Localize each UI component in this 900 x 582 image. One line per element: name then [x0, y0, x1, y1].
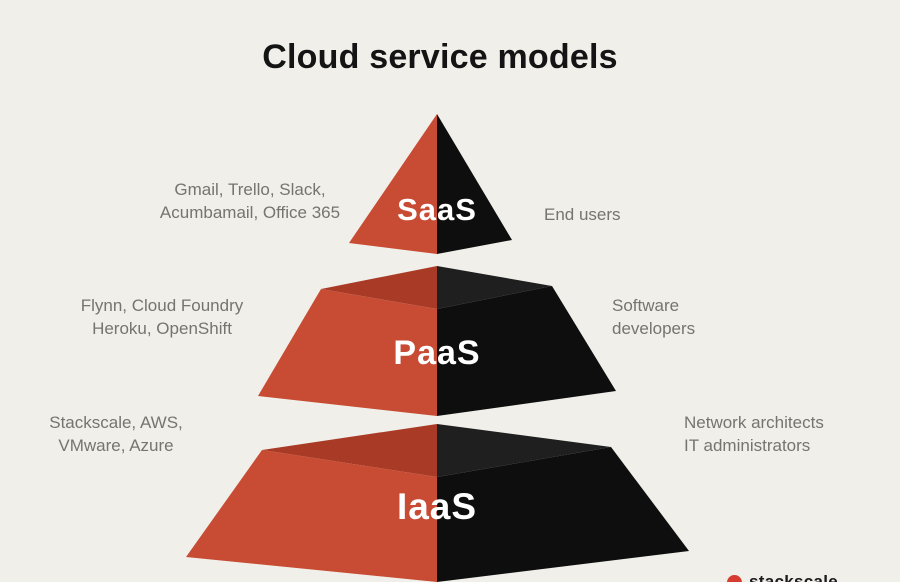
brand-logo: stackscale: [727, 572, 838, 582]
paas-examples: Flynn, Cloud Foundry Heroku, OpenShift: [81, 294, 244, 340]
paas-left-face: [258, 289, 437, 416]
saas-examples: Gmail, Trello, Slack, Acumbamail, Office…: [160, 178, 340, 224]
paas-right-face: [437, 286, 616, 416]
iaas-top-right-face: [437, 424, 611, 477]
brand-logo-icon: [727, 574, 742, 582]
saas-left-face: [349, 114, 437, 254]
tier-label-saas: SaaS: [397, 192, 477, 227]
paas-top-right-face: [437, 266, 552, 309]
saas-audience: End users: [544, 203, 621, 226]
saas-right-face: [437, 114, 512, 254]
annotation-line: developers: [612, 319, 696, 338]
annotation-line: Gmail, Trello, Slack,: [174, 180, 326, 199]
annotation-line: IT administrators: [684, 436, 811, 455]
iaas-left-face: [186, 450, 437, 582]
iaas-audience: Network architects IT administrators: [684, 411, 824, 457]
iaas-right-face: [437, 447, 689, 582]
annotation-line: Software: [612, 296, 680, 315]
tier-label-paas: PaaS: [393, 334, 481, 372]
tier-label-iaas: IaaS: [396, 486, 478, 527]
annotation-line: VMware, Azure: [58, 436, 174, 455]
paas-audience: Software developers: [612, 294, 695, 340]
annotation-line: Flynn, Cloud Foundry: [80, 296, 244, 315]
annotation-line: Acumbamail, Office 365: [159, 203, 341, 222]
iaas-top-left-face: [262, 424, 437, 477]
iaas-examples: Stackscale, AWS, VMware, Azure: [49, 411, 183, 457]
annotation-line: End users: [544, 205, 621, 224]
annotation-line: Heroku, OpenShift: [92, 319, 232, 338]
page-title: Cloud service models: [262, 38, 618, 76]
paas-top-left-face: [321, 266, 437, 309]
annotation-line: Network architects: [684, 413, 824, 432]
annotation-line: Stackscale, AWS,: [49, 413, 183, 432]
brand-wordmark: stackscale: [749, 572, 839, 582]
